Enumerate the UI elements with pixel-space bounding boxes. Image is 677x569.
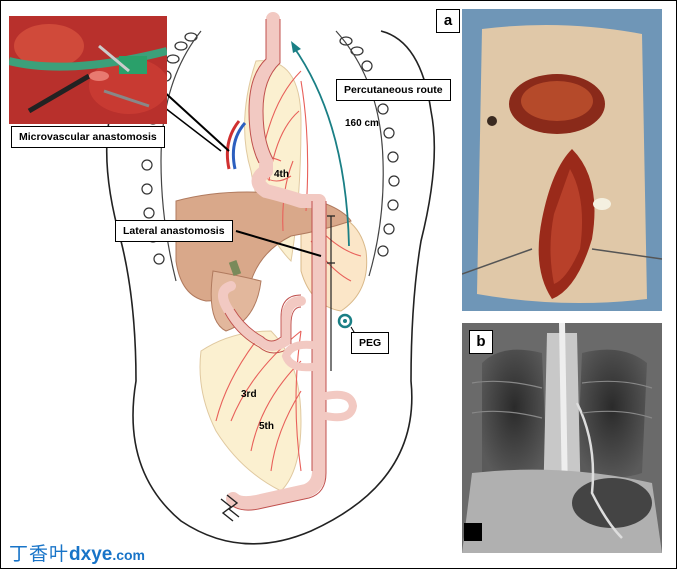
rib-cage-left xyxy=(160,30,202,282)
distance-label: 160 cm xyxy=(345,118,379,129)
lower-loop xyxy=(322,390,358,422)
anatomy-diagram xyxy=(105,12,436,545)
jejunal-conduit xyxy=(226,12,326,511)
jejunum-5th-label: 5th xyxy=(259,421,274,432)
jejunal-mesentery xyxy=(199,330,302,492)
conduit-end-mark xyxy=(220,494,240,522)
jejunum-4th-label: 4th xyxy=(274,169,289,180)
watermark-cn: 丁香叶 xyxy=(9,543,70,565)
percutaneous-arrow xyxy=(292,45,350,247)
conduit-outline-right xyxy=(232,19,327,511)
leader-lateral xyxy=(235,230,322,257)
microvascular-photo xyxy=(9,16,167,124)
watermark-domain: .com xyxy=(112,547,146,563)
chest-xray-panel xyxy=(462,323,662,553)
small-loop xyxy=(281,340,323,372)
feeding-tube xyxy=(327,215,335,371)
rib-cage-right xyxy=(335,30,384,277)
lateral-anastomosis-label: Lateral anastomosis xyxy=(115,220,233,242)
watermark: 丁香叶dxye.com xyxy=(9,539,145,566)
surgical-photo-panel xyxy=(462,9,662,311)
panel-a-label: a xyxy=(436,9,460,33)
peg-label: PEG xyxy=(351,332,390,354)
roux-loop xyxy=(218,281,306,351)
roux-loop-outline xyxy=(224,294,302,354)
clip-marker xyxy=(228,260,242,276)
percutaneous-arrowhead xyxy=(291,41,301,53)
conduit-outline-left xyxy=(248,19,267,164)
neck-vessel-red xyxy=(225,120,241,170)
panel-b-label: b xyxy=(469,330,493,354)
peg-marker-center xyxy=(343,319,347,323)
body-outline xyxy=(105,30,436,545)
jejunum-3rd-label: 3rd xyxy=(241,389,257,400)
neck-vessel-blue xyxy=(231,122,247,170)
watermark-brand: dxye xyxy=(69,544,113,565)
leader-microvascular xyxy=(160,88,230,152)
percutaneous-route-label: Percutaneous route xyxy=(336,79,451,101)
microvascular-anastomosis-label: Microvascular anastomosis xyxy=(11,126,165,148)
